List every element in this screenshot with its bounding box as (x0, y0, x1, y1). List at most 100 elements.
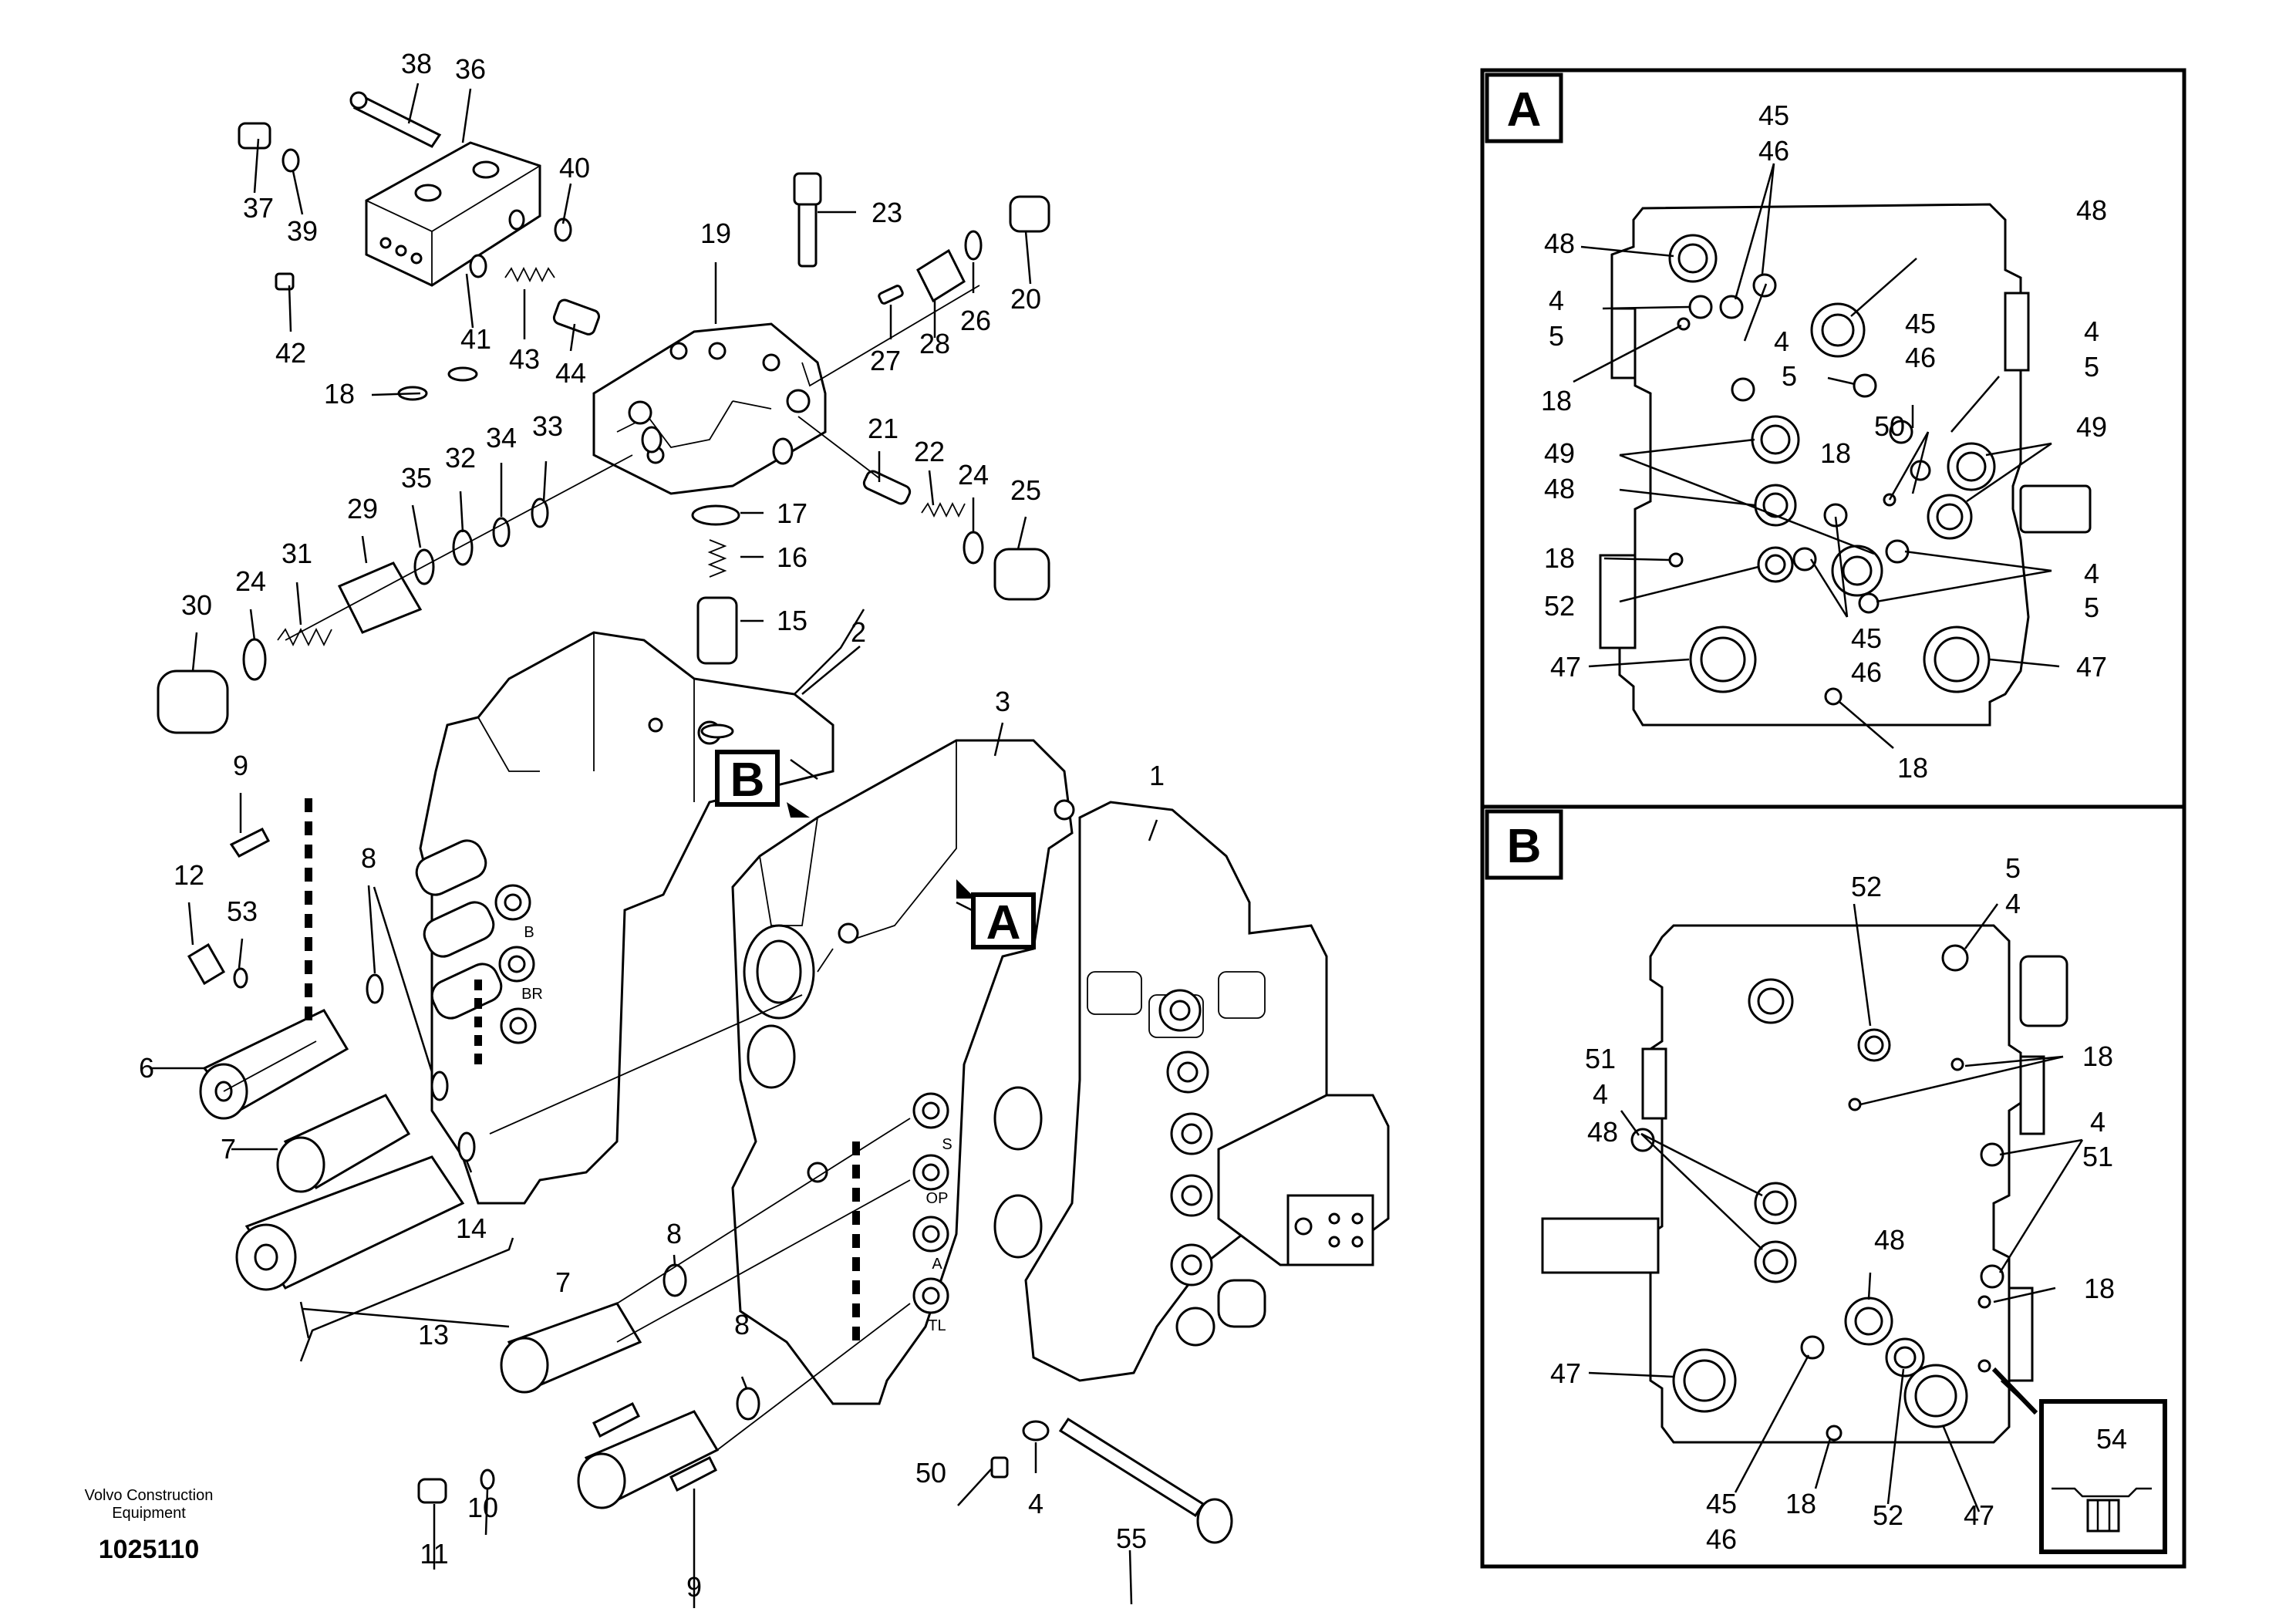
svg-text:14: 14 (456, 1212, 487, 1244)
svg-text:48: 48 (1544, 228, 1575, 259)
svg-text:5: 5 (1782, 360, 1797, 392)
company-line-2: Equipment (112, 1505, 186, 1522)
ports-body-1 (1158, 989, 1215, 1347)
svg-text:27: 27 (870, 345, 901, 376)
washer-4 (1022, 1420, 1050, 1442)
bracket-13 (299, 1237, 514, 1362)
svg-text:16: 16 (777, 541, 807, 573)
svg-text:46: 46 (1758, 135, 1789, 167)
svg-text:24: 24 (235, 565, 266, 597)
svg-text:46: 46 (1905, 342, 1936, 373)
svg-text:18: 18 (1820, 437, 1851, 469)
valve-body-1 (1024, 801, 1328, 1382)
svg-text:10: 10 (467, 1492, 498, 1523)
svg-text:12: 12 (174, 859, 204, 891)
port-mark-br: BR (521, 986, 543, 1003)
inset-54 (1991, 1367, 2167, 1554)
svg-text:48: 48 (1587, 1116, 1618, 1148)
port-mark-a: A (932, 1256, 942, 1273)
block-36 (365, 141, 541, 287)
callout-b: B (715, 750, 810, 818)
detail-a-leaders (1573, 163, 2060, 749)
detail-b-leaders (1588, 903, 2084, 1512)
svg-text:31: 31 (282, 538, 312, 569)
svg-text:4: 4 (1593, 1078, 1608, 1110)
svg-text:35: 35 (401, 462, 432, 494)
svg-text:51: 51 (2082, 1141, 2113, 1172)
svg-text:37: 37 (243, 192, 274, 224)
svg-text:9: 9 (233, 750, 248, 781)
set-screw-42 (275, 272, 295, 291)
part-number-labels: 38 36 37 39 40 42 18 41 43 44 19 23 20 2… (139, 48, 1165, 1603)
svg-text:46: 46 (1851, 656, 1882, 688)
svg-text:55: 55 (1116, 1523, 1147, 1554)
svg-text:7: 7 (555, 1266, 571, 1298)
svg-text:39: 39 (287, 215, 318, 247)
svg-text:42: 42 (275, 337, 306, 369)
svg-text:18: 18 (324, 378, 355, 410)
drawing-number: 1025110 (99, 1535, 200, 1564)
set-screw-50 (990, 1456, 1009, 1479)
svg-text:4: 4 (2084, 558, 2099, 589)
svg-text:18: 18 (1544, 542, 1575, 574)
port-mark-s: S (942, 1136, 952, 1153)
cap-25 (993, 548, 1050, 601)
svg-text:A: A (986, 896, 1021, 949)
detail-b-plate (1649, 924, 2022, 1444)
svg-text:48: 48 (2076, 194, 2107, 226)
spool-caps (415, 839, 503, 1020)
svg-text:40: 40 (559, 152, 590, 184)
solenoid-7-upper (276, 1094, 411, 1193)
svg-text:52: 52 (1873, 1499, 1903, 1531)
svg-text:22: 22 (914, 436, 945, 467)
svg-text:11: 11 (420, 1538, 448, 1570)
svg-text:6: 6 (139, 1052, 154, 1084)
svg-text:52: 52 (1544, 590, 1575, 622)
body-2-ports (494, 884, 537, 1044)
spring-22 (921, 501, 966, 518)
svg-text:8: 8 (361, 842, 376, 874)
footer-credits: Volvo Construction Equipment 1025110 (85, 1487, 214, 1564)
svg-text:18: 18 (2082, 1040, 2113, 1072)
svg-text:47: 47 (1550, 1357, 1581, 1389)
pin-27 (878, 285, 904, 305)
svg-text:4: 4 (2005, 888, 2021, 919)
svg-text:51: 51 (1585, 1043, 1616, 1074)
bolt-55 (1058, 1417, 1205, 1518)
svg-text:17: 17 (777, 497, 807, 529)
svg-text:38: 38 (401, 48, 432, 79)
detail-a-ports (1668, 234, 1996, 706)
svg-text:5: 5 (2084, 351, 2099, 383)
detail-a-panel: A (1480, 68, 2186, 809)
svg-text:2: 2 (851, 616, 866, 648)
svg-text:28: 28 (919, 328, 950, 359)
svg-text:50: 50 (915, 1457, 946, 1489)
front-ports (912, 1092, 949, 1314)
detail-a-letter: A (1507, 83, 1542, 137)
svg-text:53: 53 (227, 895, 258, 927)
port-mark-b: B (524, 924, 534, 941)
svg-text:B: B (730, 754, 765, 807)
svg-text:13: 13 (418, 1319, 449, 1351)
fitting-28 (916, 248, 966, 303)
svg-text:4: 4 (1028, 1488, 1043, 1519)
svg-text:36: 36 (455, 53, 486, 85)
svg-text:45: 45 (1758, 99, 1789, 131)
spring-31 (277, 627, 332, 647)
cap-30 (157, 669, 229, 734)
svg-text:49: 49 (2076, 411, 2107, 443)
spring-43 (504, 266, 555, 283)
svg-text:29: 29 (347, 493, 378, 524)
detail-b-panel: B (1480, 804, 2186, 1569)
svg-text:5: 5 (2084, 592, 2099, 623)
svg-text:4: 4 (1774, 325, 1789, 357)
svg-text:20: 20 (1010, 283, 1041, 315)
solenoid-lower-2 (577, 1410, 720, 1509)
svg-text:19: 19 (700, 218, 731, 249)
svg-text:32: 32 (445, 442, 476, 474)
svg-text:21: 21 (868, 413, 899, 444)
svg-text:33: 33 (532, 410, 563, 442)
solenoid-7-lower (500, 1302, 642, 1394)
plug-11 (417, 1478, 447, 1504)
